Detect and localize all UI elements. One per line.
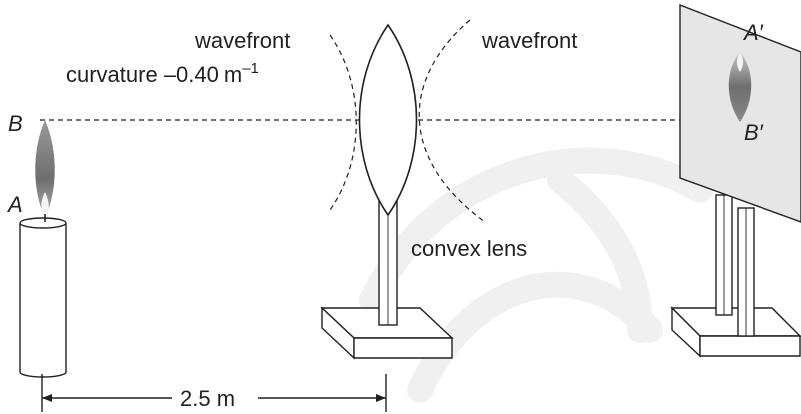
inverted-image [728, 52, 752, 122]
label-wavefront-left: wavefront [194, 28, 290, 53]
label-wavefront-right: wavefront [481, 28, 577, 53]
image-flame-core [737, 52, 743, 72]
label-point-b: B [8, 111, 23, 136]
candle-body [19, 223, 67, 378]
flame-core [41, 192, 49, 218]
convex-lens [358, 23, 418, 217]
candle [19, 120, 67, 378]
distance-marker [41, 374, 387, 412]
candle-flame [35, 120, 55, 218]
candle-top [19, 217, 67, 229]
label-image-a: A′ [742, 20, 764, 45]
label-distance: 2.5 m [180, 386, 235, 411]
label-image-b: B′ [744, 120, 764, 145]
lens-stand [320, 184, 454, 360]
label-point-a: A [6, 192, 23, 217]
screen-stand [670, 194, 801, 358]
wavefront-left [329, 34, 357, 211]
label-convex-lens: convex lens [411, 236, 527, 261]
